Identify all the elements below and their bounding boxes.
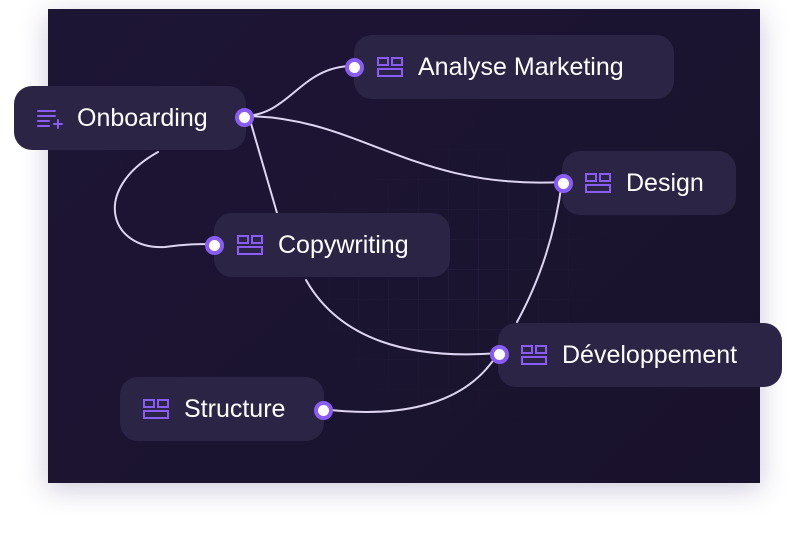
layout-icon [377, 57, 403, 77]
handle-onboarding-out[interactable] [235, 108, 254, 127]
link-structure-developpement [321, 352, 499, 413]
link-developpement-design [516, 181, 563, 323]
link-onboarding-copywriting-loop [113, 151, 214, 249]
link-copywriting-developpement [305, 279, 499, 356]
layout-icon [521, 345, 547, 365]
node-label: Structure [184, 394, 286, 423]
handle-structure-out[interactable] [314, 401, 333, 420]
link-onboarding-copywriting-direct [249, 119, 278, 214]
handle-design-in[interactable] [554, 174, 573, 193]
node-copywriting[interactable]: Copywriting [214, 213, 450, 277]
link-onboarding-design [242, 115, 563, 184]
node-label: Copywriting [278, 230, 409, 259]
node-onboarding[interactable]: Onboarding [14, 86, 246, 150]
node-label: Onboarding [77, 103, 208, 132]
layout-icon [585, 173, 611, 193]
node-label: Design [626, 168, 704, 197]
handle-developpement-in[interactable] [490, 345, 509, 364]
node-label: Développement [562, 340, 738, 369]
node-design[interactable]: Design [562, 151, 736, 215]
list-add-icon [37, 110, 63, 129]
node-developpement[interactable]: Développement [498, 323, 782, 387]
layout-icon [143, 399, 169, 419]
node-structure[interactable]: Structure [120, 377, 324, 441]
layout-icon [237, 235, 263, 255]
handle-copywriting-in[interactable] [205, 236, 224, 255]
handle-analyse-marketing-in[interactable] [345, 58, 364, 77]
link-onboarding-analyse-marketing [242, 65, 354, 117]
node-analyse-marketing[interactable]: Analyse Marketing [354, 35, 674, 99]
node-label: Analyse Marketing [418, 52, 624, 81]
